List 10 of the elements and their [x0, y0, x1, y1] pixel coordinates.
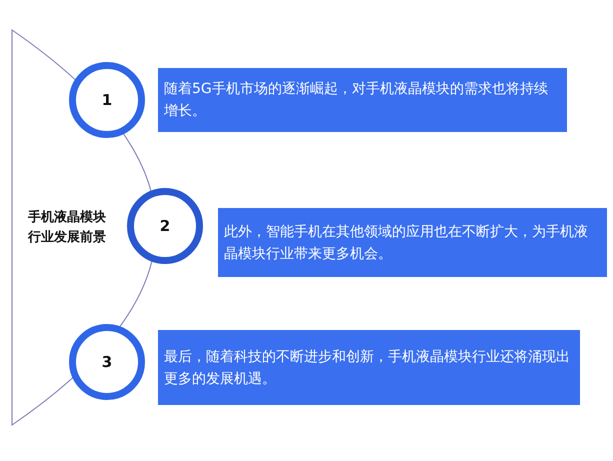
text-panel	[158, 330, 580, 405]
step-number: 3	[102, 353, 112, 371]
description-text: 最后，随着科技的不断进步和创新，手机液晶模块行业还将涌现出更多的发展机遇。	[164, 348, 571, 388]
description-text: 随着5G手机市场的逐渐崛起，对手机液晶模块的需求也将持续增长。	[164, 80, 549, 121]
text-panel	[158, 68, 567, 132]
description-text: 此外，智能手机在其他领域的应用也在不断扩大，为手机液晶模块行业带来更多机会。	[224, 222, 589, 264]
heading-text: 手机液晶模块行业发展前景	[26, 208, 107, 247]
step-number: 2	[160, 217, 170, 235]
text-panel	[218, 208, 607, 277]
step-number: 1	[102, 91, 112, 109]
